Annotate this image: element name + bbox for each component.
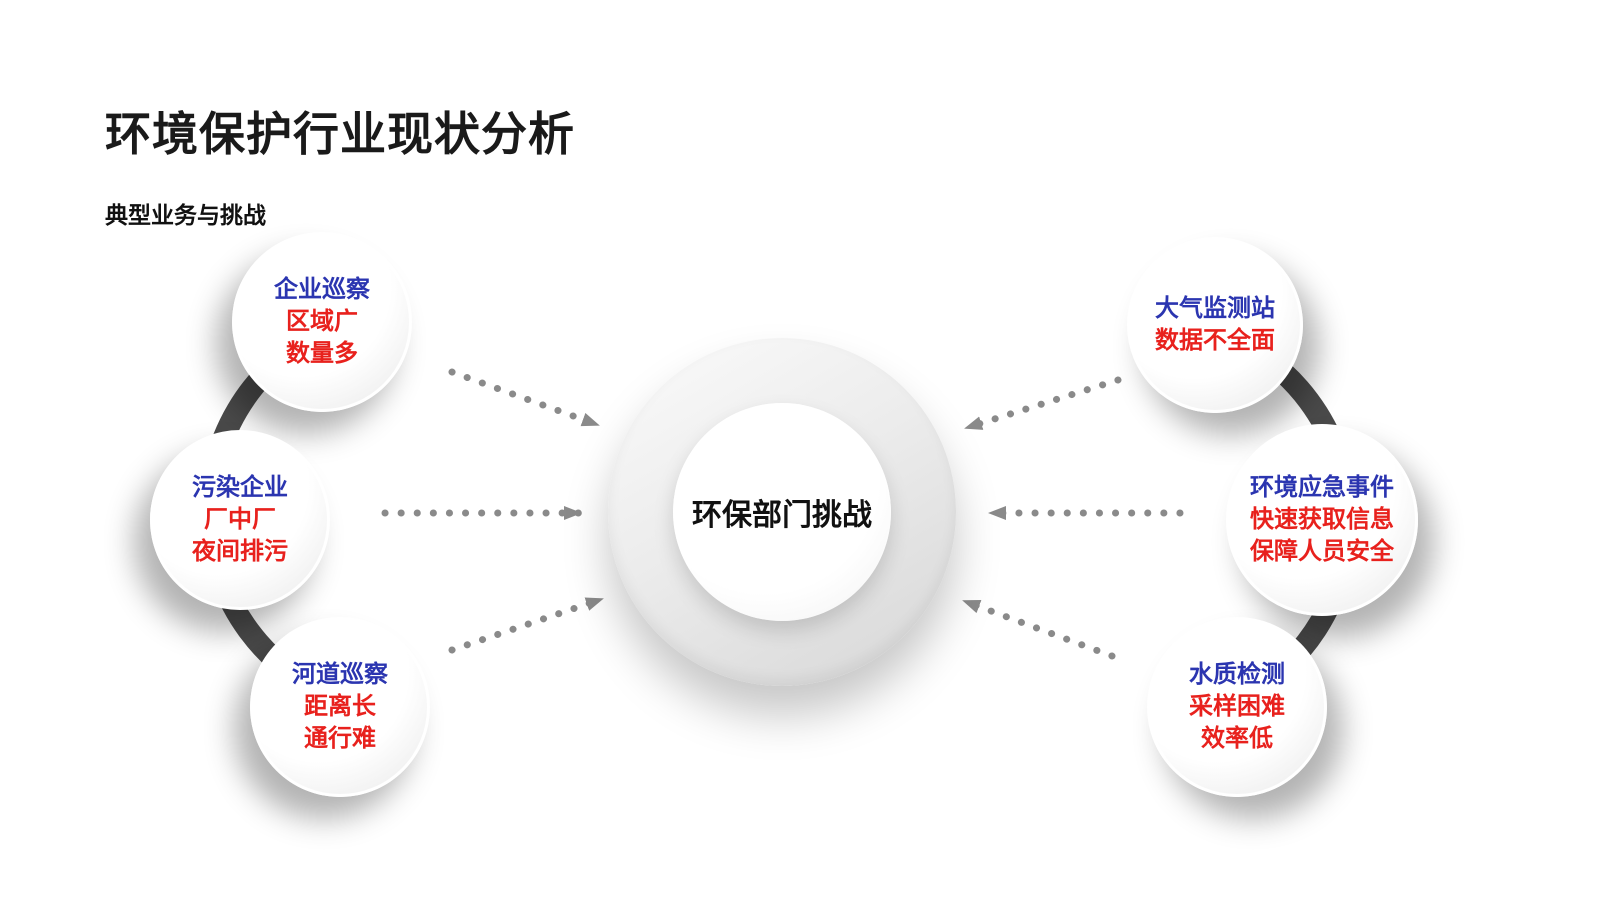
node-circle-air-monitoring: 大气监测站 数据不全面 bbox=[1127, 237, 1303, 413]
node-line: 夜间排污 bbox=[192, 537, 288, 565]
node-line: 采样困难 bbox=[1189, 693, 1285, 721]
arrow-left-bottom bbox=[448, 595, 606, 654]
arrow-right-top bbox=[962, 376, 1122, 432]
node-line: 保障人员安全 bbox=[1250, 537, 1394, 565]
node-line: 企业巡察 bbox=[274, 276, 370, 304]
node-text: 大气监测站 数据不全面 bbox=[1155, 293, 1275, 356]
page-subtitle: 典型业务与挑战 bbox=[105, 202, 266, 228]
node-line: 厂中厂 bbox=[204, 506, 276, 534]
node-line: 水质检测 bbox=[1189, 661, 1285, 689]
node-line: 效率低 bbox=[1201, 724, 1273, 752]
center-ring: 环保部门挑战 bbox=[608, 338, 956, 686]
node-circle-enterprise-patrol: 企业巡察 区域广 数量多 bbox=[232, 232, 412, 412]
node-text: 环境应急事件 快速获取信息 保障人员安全 bbox=[1250, 472, 1394, 567]
node-circle-polluting-enterprises: 污染企业 厂中厂 夜间排污 bbox=[150, 430, 330, 610]
arrow-right-bottom bbox=[960, 597, 1116, 660]
node-text: 河道巡察 距离长 通行难 bbox=[292, 659, 388, 754]
arrow-left-top bbox=[448, 368, 602, 429]
node-circle-emergency-events: 环境应急事件 快速获取信息 保障人员安全 bbox=[1226, 424, 1418, 616]
node-line: 通行难 bbox=[304, 724, 376, 752]
node-line: 区域广 bbox=[286, 308, 358, 336]
node-text: 企业巡察 区域广 数量多 bbox=[274, 274, 370, 369]
page-title: 环境保护行业现状分析 bbox=[105, 108, 575, 160]
node-line: 数据不全面 bbox=[1155, 327, 1275, 354]
center-label: 环保部门挑战 bbox=[692, 499, 872, 532]
node-line: 环境应急事件 bbox=[1250, 474, 1394, 502]
node-text: 污染企业 厂中厂 夜间排污 bbox=[192, 472, 288, 567]
node-line: 河道巡察 bbox=[292, 661, 388, 689]
node-line: 污染企业 bbox=[192, 474, 288, 502]
node-text: 水质检测 采样困难 效率低 bbox=[1189, 659, 1285, 754]
node-circle-river-patrol: 河道巡察 距离长 通行难 bbox=[250, 617, 430, 797]
node-line: 数量多 bbox=[286, 339, 358, 367]
node-line: 快速获取信息 bbox=[1250, 506, 1394, 534]
center-ring-inner: 环保部门挑战 bbox=[673, 403, 891, 621]
slide-header: 环境保护行业现状分析 典型业务与挑战 bbox=[105, 98, 575, 230]
node-circle-water-testing: 水质检测 采样困难 效率低 bbox=[1147, 617, 1327, 797]
node-line: 距离长 bbox=[304, 693, 376, 721]
node-line: 大气监测站 bbox=[1155, 295, 1275, 323]
